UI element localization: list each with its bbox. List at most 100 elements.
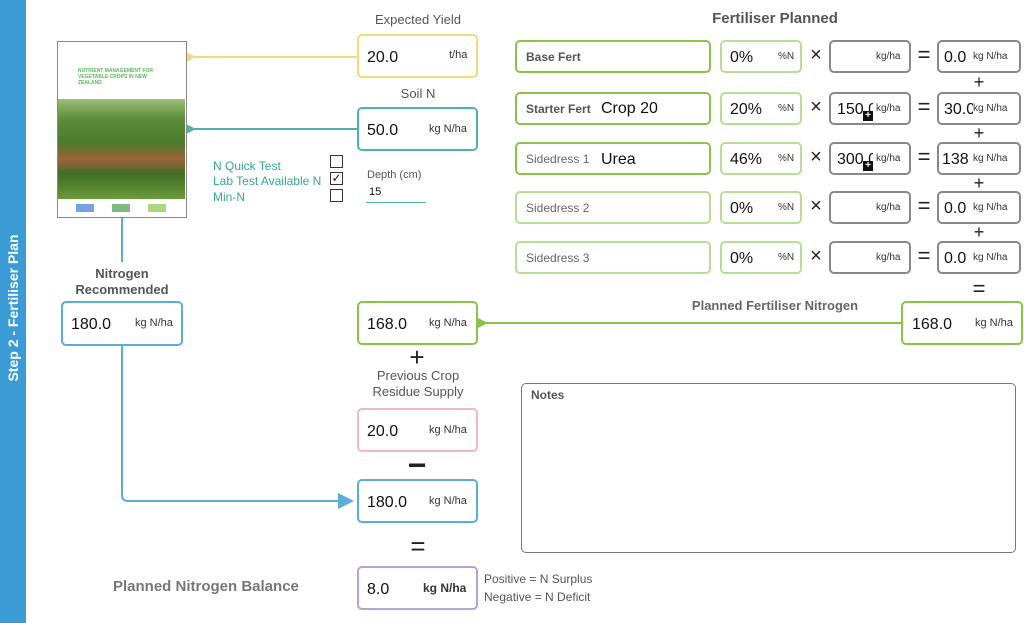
plus-operator: + bbox=[973, 173, 985, 193]
nitrogen-recommended-value: 180.0 bbox=[71, 316, 112, 333]
fert-row-name: Sidedress 3 bbox=[526, 251, 590, 265]
fert-n-carry-value: 168.0 bbox=[367, 316, 408, 333]
fert-row-name-box[interactable]: Starter Fert Crop 20 bbox=[515, 92, 711, 125]
planned-fertiliser-nitrogen-label: Planned Fertiliser Nitrogen bbox=[691, 298, 859, 313]
plus-operator: + bbox=[973, 222, 985, 242]
times-operator: × bbox=[810, 96, 822, 118]
fert-row-product: Crop 20 bbox=[601, 100, 658, 117]
recommended-carry-unit: kg N/ha bbox=[429, 495, 467, 507]
fert-row-pct: 0% bbox=[730, 250, 754, 267]
expected-yield-label: Expected Yield bbox=[374, 12, 461, 27]
soil-n-value: 50.0 bbox=[367, 122, 399, 139]
times-operator: × bbox=[810, 195, 822, 217]
planned-nitrogen-balance-unit: kg N/ha bbox=[423, 581, 467, 595]
planned-nitrogen-balance-label: Planned Nitrogen Balance bbox=[113, 578, 299, 595]
expected-yield-unit: t/ha bbox=[449, 49, 468, 61]
fert-row-rate-unit: kg/ha bbox=[876, 252, 901, 263]
planned-nitrogen-balance-box[interactable]: 8.0 kg N/ha bbox=[357, 566, 478, 610]
depth-input[interactable]: 15 bbox=[366, 184, 426, 203]
expand-icon[interactable]: + bbox=[863, 111, 873, 121]
fert-row-rate-box[interactable]: kg/ha bbox=[829, 40, 911, 73]
expand-icon[interactable]: + bbox=[863, 161, 873, 171]
fert-row-name-box[interactable]: Sidedress 3 bbox=[515, 241, 711, 274]
soil-n-box[interactable]: 50.0 kg N/ha bbox=[357, 107, 478, 151]
times-operator: × bbox=[810, 146, 822, 168]
fert-row-pct-box[interactable]: 20% %N bbox=[720, 92, 802, 125]
guide-book-cover: NUTRIENT MANAGEMENT FOR VEGETABLE CROPS … bbox=[57, 41, 187, 218]
nitrogen-recommended-label: Nitrogen Recommended bbox=[75, 266, 169, 297]
fert-row-total-box[interactable]: 0.0 kg N/ha bbox=[937, 40, 1021, 73]
residue-unit: kg N/ha bbox=[429, 424, 467, 436]
book-footer-logos bbox=[76, 204, 166, 212]
notes-label: Notes bbox=[531, 388, 565, 402]
fert-row-pct-box[interactable]: 0% %N bbox=[720, 191, 802, 224]
fert-row-total: 30.0 bbox=[944, 101, 973, 118]
fertiliser-planned-title: Fertiliser Planned bbox=[712, 10, 838, 27]
fert-row-pct-unit: %N bbox=[778, 103, 795, 114]
fert-row-total-unit: kg N/ha bbox=[973, 153, 1008, 164]
equals-operator: = bbox=[917, 42, 931, 67]
sidebar: Step 2 - Fertiliser Plan bbox=[0, 0, 26, 623]
equals-operator: = bbox=[917, 193, 931, 218]
recommended-carry-box[interactable]: 180.0 kg N/ha bbox=[357, 479, 478, 523]
fert-row-rate-box[interactable]: kg/ha bbox=[829, 191, 911, 224]
fert-row-pct-box[interactable]: 46% %N bbox=[720, 142, 802, 175]
plus-operator: + bbox=[973, 123, 985, 143]
residue-label: Previous Crop Residue Supply bbox=[372, 368, 464, 399]
fert-row-name: Base Fert bbox=[526, 50, 581, 64]
book-photo bbox=[58, 99, 185, 199]
residue-box[interactable]: 20.0 kg N/ha bbox=[357, 408, 478, 452]
fert-row-total: 0.0 bbox=[944, 200, 967, 217]
fert-row-rate-box[interactable]: 150.0 + kg/ha bbox=[829, 92, 911, 125]
expected-yield-box[interactable]: 20.0 t/ha bbox=[357, 34, 478, 78]
test-option-label: Lab Test Available N bbox=[213, 174, 322, 188]
recommended-carry-value: 180.0 bbox=[367, 494, 408, 511]
book-title: NUTRIENT MANAGEMENT FOR VEGETABLE CROPS … bbox=[78, 68, 153, 86]
min-n-checkbox[interactable] bbox=[330, 189, 343, 202]
fert-row-total-unit: kg N/ha bbox=[973, 202, 1008, 213]
soil-n-unit: kg N/ha bbox=[429, 123, 467, 135]
fert-n-carry-box[interactable]: 168.0 kg N/ha bbox=[357, 301, 478, 345]
nitrogen-recommended-box[interactable]: 180.0 kg N/ha bbox=[61, 301, 183, 346]
fert-row-pct-box[interactable]: 0% %N bbox=[720, 40, 802, 73]
fert-row-rate-unit: kg/ha bbox=[876, 153, 901, 164]
fert-row-total-box[interactable]: 0.0 kg N/ha bbox=[937, 241, 1021, 274]
n-quick-test-checkbox[interactable] bbox=[330, 155, 343, 168]
fert-row-rate-box[interactable]: kg/ha bbox=[829, 241, 911, 274]
fert-row-name-box[interactable]: Sidedress 1 Urea bbox=[515, 142, 711, 175]
planned-fertiliser-nitrogen-unit: kg N/ha bbox=[975, 317, 1013, 329]
times-operator: × bbox=[810, 245, 822, 267]
fert-row-total-unit: kg N/ha bbox=[973, 51, 1008, 62]
fert-row-pct-box[interactable]: 0% %N bbox=[720, 241, 802, 274]
fert-row-name: Sidedress 1 bbox=[526, 152, 590, 166]
fert-row-pct-unit: %N bbox=[778, 153, 795, 164]
planned-nitrogen-balance-value: 8.0 bbox=[367, 581, 390, 598]
test-option-label: N Quick Test bbox=[213, 159, 281, 173]
fert-row-total-box[interactable]: 138 kg N/ha bbox=[937, 142, 1021, 175]
lab-test-checkbox[interactable]: ✓ bbox=[330, 171, 343, 185]
fert-row-total-box[interactable]: 30.0 kg N/ha bbox=[937, 92, 1021, 125]
balance-legend-positive: Positive = N Surplus bbox=[484, 572, 593, 586]
equals-operator: = bbox=[917, 94, 931, 119]
fert-row-total-box[interactable]: 0.0 kg N/ha bbox=[937, 191, 1021, 224]
notes-box[interactable]: Notes bbox=[521, 383, 1016, 553]
equals-operator: = bbox=[972, 276, 986, 301]
fert-row-pct-unit: %N bbox=[778, 252, 795, 263]
fert-row-name-box[interactable]: Base Fert bbox=[515, 40, 711, 73]
equals-operator: = bbox=[917, 243, 931, 268]
fert-row-total: 138 bbox=[942, 151, 969, 168]
plus-operator: + bbox=[973, 72, 985, 92]
fert-row-pct-unit: %N bbox=[778, 202, 795, 213]
fert-row-total-unit: kg N/ha bbox=[973, 103, 1008, 114]
fert-row-pct: 20% bbox=[730, 101, 763, 118]
nitrogen-recommended-unit: kg N/ha bbox=[135, 317, 173, 329]
fert-row-product: Urea bbox=[601, 151, 636, 168]
fert-row-total-unit: kg N/ha bbox=[973, 252, 1008, 263]
soil-n-label: Soil N bbox=[400, 86, 436, 101]
fert-row-rate-box[interactable]: 300.0 + kg/ha bbox=[829, 142, 911, 175]
fert-row-total: 0.0 bbox=[944, 250, 967, 267]
fert-row-name-box[interactable]: Sidedress 2 bbox=[515, 191, 711, 224]
planned-fertiliser-nitrogen-box[interactable]: 168.0 kg N/ha bbox=[901, 301, 1023, 345]
plus-operator: + bbox=[409, 342, 425, 372]
